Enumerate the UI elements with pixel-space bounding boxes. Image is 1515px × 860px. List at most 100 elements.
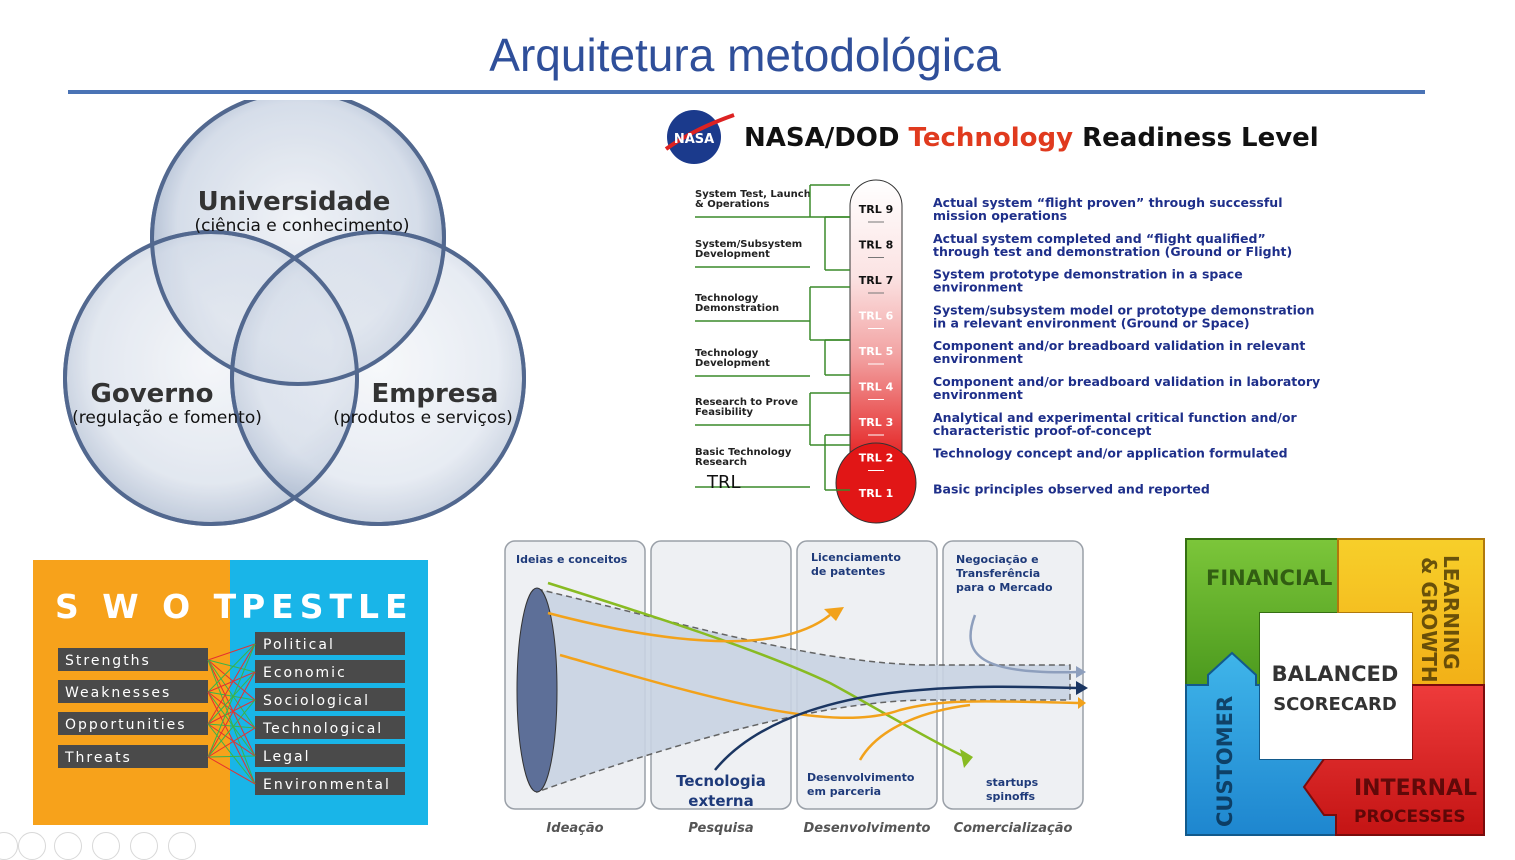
arrow-icon[interactable] xyxy=(0,832,18,860)
trl-phase-label: Research to Prove xyxy=(695,397,798,408)
swot-item: Weaknesses xyxy=(65,685,171,701)
swot-pestle-link xyxy=(207,699,256,758)
pestle-item-box xyxy=(255,660,405,683)
trl-phase-label: System Test, Launch xyxy=(695,189,811,200)
trl-description: Actual system “flight proven” through su… xyxy=(933,195,1282,210)
trl-description: characteristic proof-of-concept xyxy=(933,423,1152,438)
funnel-mouth xyxy=(516,587,558,793)
trl-caption: TRL xyxy=(706,472,741,493)
trl-description: environment xyxy=(933,387,1023,402)
swot-pestle-link xyxy=(207,671,256,725)
bsc-center-1: BALANCED xyxy=(1272,662,1399,686)
trl-level-label: TRL 1 xyxy=(859,487,893,500)
trl-level-label: TRL 3 xyxy=(859,416,893,429)
funnel-label: externa xyxy=(688,792,753,810)
swot-pestle-link xyxy=(207,659,256,673)
trl-description: System/subsystem model or prototype demo… xyxy=(933,302,1314,317)
trl-heading: NASA/DOD Technology Readiness Level xyxy=(744,123,1319,153)
bsc-center-2: SCORECARD xyxy=(1273,694,1397,715)
swot-item-box xyxy=(58,648,208,671)
trl-phase-label: & Operations xyxy=(695,199,770,210)
funnel-stage-title: Pesquisa xyxy=(688,821,753,836)
pestle-item: Legal xyxy=(263,749,311,765)
swot-pestle-diagram: S W O T PESTLE StrengthsWeaknessesOpport… xyxy=(55,587,414,795)
swot-pestle-link xyxy=(207,756,256,785)
trl-description: Component and/or breadboard validation i… xyxy=(933,338,1305,353)
subtitles-icon[interactable] xyxy=(130,832,158,860)
trl-phase-label: Research xyxy=(695,457,747,468)
swot-pestle-link xyxy=(207,691,256,729)
venn-label-universidade: Universidade xyxy=(198,187,391,217)
slide-title: Arquitetura metodológica xyxy=(489,29,1001,81)
pestle-item-box xyxy=(255,744,405,767)
bsc-learning-1: LEARNING xyxy=(1439,555,1463,670)
swot-pestle-link xyxy=(207,699,256,725)
swot-pestle-link xyxy=(207,691,256,701)
bsc-financial: FINANCIAL xyxy=(1206,566,1332,590)
swot-pestle-link xyxy=(207,671,256,693)
swot-pestle-link xyxy=(207,755,256,758)
swot-pestle-link xyxy=(207,659,256,785)
slides-icon[interactable] xyxy=(54,832,82,860)
swot-pestle-link xyxy=(207,659,256,701)
trl-description: System prototype demonstration in a spac… xyxy=(933,267,1243,282)
swot-item: Opportunities xyxy=(65,717,187,733)
swot-pestle-link xyxy=(207,643,256,693)
trl-description: Component and/or breadboard validation i… xyxy=(933,374,1320,389)
thermometer-bulb xyxy=(835,442,917,524)
pestle-item-box xyxy=(255,716,405,739)
swot-pestle-link xyxy=(207,671,256,758)
trl-level-label: TRL 5 xyxy=(859,345,893,358)
funnel-label: Desenvolvimento xyxy=(807,771,915,784)
svg-text:NASA: NASA xyxy=(674,132,714,147)
pen-icon[interactable] xyxy=(18,832,46,860)
trl-level-label: TRL 7 xyxy=(859,274,893,287)
more-options-icon[interactable] xyxy=(168,832,196,860)
pestle-item: Environmental xyxy=(263,777,391,793)
swot-pestle-link xyxy=(207,691,256,785)
trl-description: Technology concept and/or application fo… xyxy=(933,446,1288,461)
bsc-internal-2: PROCESSES xyxy=(1354,807,1466,827)
funnel-label: Negociação e xyxy=(956,553,1039,566)
trl-description: environment xyxy=(933,351,1023,366)
venn-sub-universidade: (ciência e conhecimento) xyxy=(194,216,409,236)
venn-diagram: Universidade (ciência e conhecimento) Go… xyxy=(63,100,526,526)
funnel-label: Tecnologia xyxy=(676,772,766,790)
swot-item-box xyxy=(58,712,208,735)
presenter-toolbar xyxy=(0,828,220,860)
trl-level-label: TRL 6 xyxy=(859,310,894,323)
swot-pestle-link xyxy=(207,659,256,729)
funnel-body xyxy=(536,588,1071,794)
trl-description: mission operations xyxy=(933,208,1067,223)
funnel-stage-title: Comercialização xyxy=(954,821,1073,836)
trl-level-label: TRL 8 xyxy=(859,239,893,252)
trl-phase-label: Basic Technology xyxy=(695,447,792,458)
swot-heading: S W O T xyxy=(55,587,242,626)
trl-level-label: TRL 9 xyxy=(859,203,893,216)
balanced-scorecard: FINANCIAL LEARNING & GROWTH CUSTOMER INT… xyxy=(1185,538,1485,836)
swot-pestle-link xyxy=(207,727,256,758)
pestle-item: Political xyxy=(263,637,335,653)
trl-phase-label: Demonstration xyxy=(695,303,779,314)
zoom-icon[interactable] xyxy=(92,832,120,860)
trl-phase-label: Feasibility xyxy=(695,407,754,418)
swot-item: Strengths xyxy=(65,653,151,669)
funnel-label: Transferência xyxy=(956,567,1040,580)
bsc-customer-block xyxy=(1185,651,1337,836)
trl-description: through test and demonstration (Ground o… xyxy=(933,244,1292,259)
funnel-label: startups xyxy=(986,776,1039,789)
pestle-item-box xyxy=(255,688,405,711)
swot-pestle-link xyxy=(207,643,256,758)
venn-label-governo: Governo xyxy=(91,379,214,409)
pestle-item: Economic xyxy=(263,665,347,681)
trl-description: environment xyxy=(933,280,1023,295)
funnel-label: spinoffs xyxy=(986,790,1035,803)
funnel-label: em parceria xyxy=(807,785,881,798)
funnel-label: Ideias e conceitos xyxy=(516,553,628,566)
swot-pestle-link xyxy=(207,691,256,757)
pestle-item-box xyxy=(255,772,405,795)
swot-pestle-link xyxy=(207,723,256,785)
swot-pestle-link xyxy=(207,723,256,729)
pestle-heading: PESTLE xyxy=(241,587,414,626)
trl-level-label: TRL 2 xyxy=(859,452,893,465)
